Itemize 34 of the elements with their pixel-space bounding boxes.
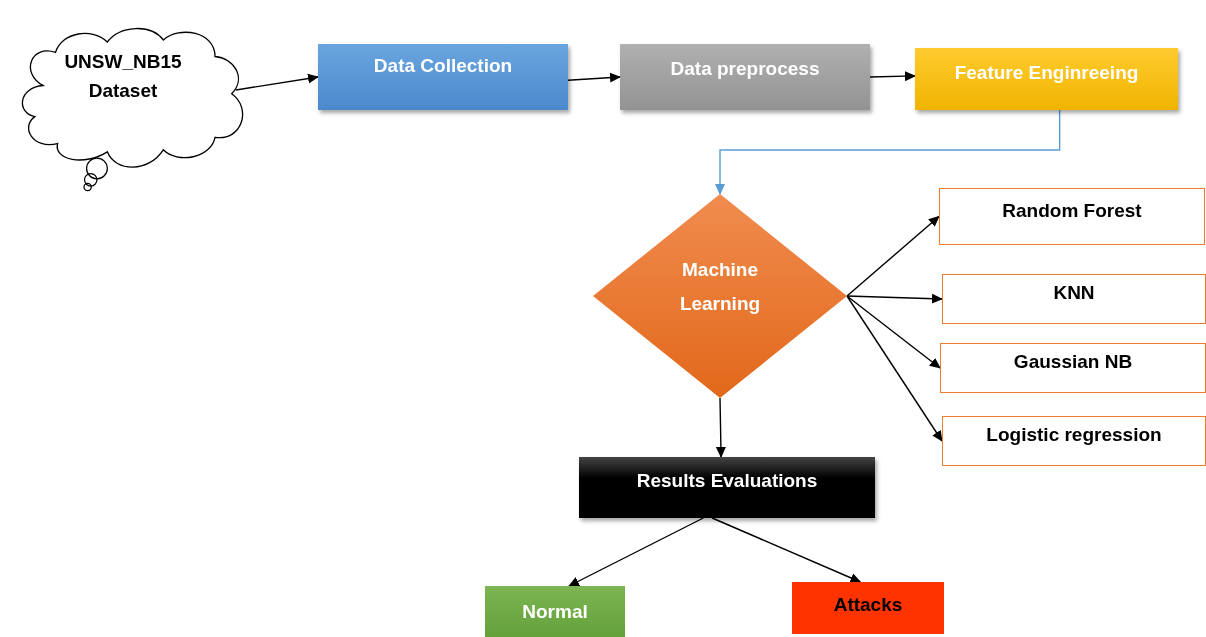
- process-box: [620, 44, 870, 110]
- algorithm-box: [939, 188, 1205, 245]
- node-label: Logistic regression: [986, 423, 1162, 448]
- node-label: Attacks: [833, 593, 903, 618]
- result-box: [485, 586, 625, 637]
- arrow: [869, 71, 916, 82]
- arrow: [846, 293, 943, 304]
- decision-diamond: [593, 194, 847, 398]
- node-label: KNN: [1053, 281, 1095, 306]
- node-label: Normal: [522, 599, 588, 624]
- process-box: [915, 48, 1178, 110]
- result-box: [792, 582, 944, 634]
- arrow: [567, 72, 621, 83]
- node-label: Gaussian NB: [1013, 350, 1133, 375]
- arrow: [846, 215, 940, 297]
- node-label: Data preprocess: [670, 57, 820, 82]
- node-label: Machine Learning: [678, 257, 762, 316]
- node-label: Feature Enginreeing: [954, 61, 1139, 86]
- node-label: Results Evaluations: [636, 468, 818, 493]
- algorithm-box: [942, 274, 1206, 324]
- arrow: [846, 295, 943, 442]
- arrow: [235, 73, 319, 91]
- arrow: [715, 397, 726, 458]
- node-label: Random Forest: [1002, 198, 1142, 223]
- arrow: [846, 295, 941, 369]
- process-box: [579, 457, 875, 518]
- arrow: [715, 109, 1061, 195]
- arrow: [711, 517, 862, 583]
- arrow: [568, 517, 705, 587]
- algorithm-box: [942, 416, 1206, 466]
- process-box: [318, 44, 568, 110]
- algorithm-box: [940, 343, 1206, 393]
- node-label: Data Collection: [373, 54, 513, 79]
- dataset-label: UNSW_NB15 Dataset: [63, 49, 183, 103]
